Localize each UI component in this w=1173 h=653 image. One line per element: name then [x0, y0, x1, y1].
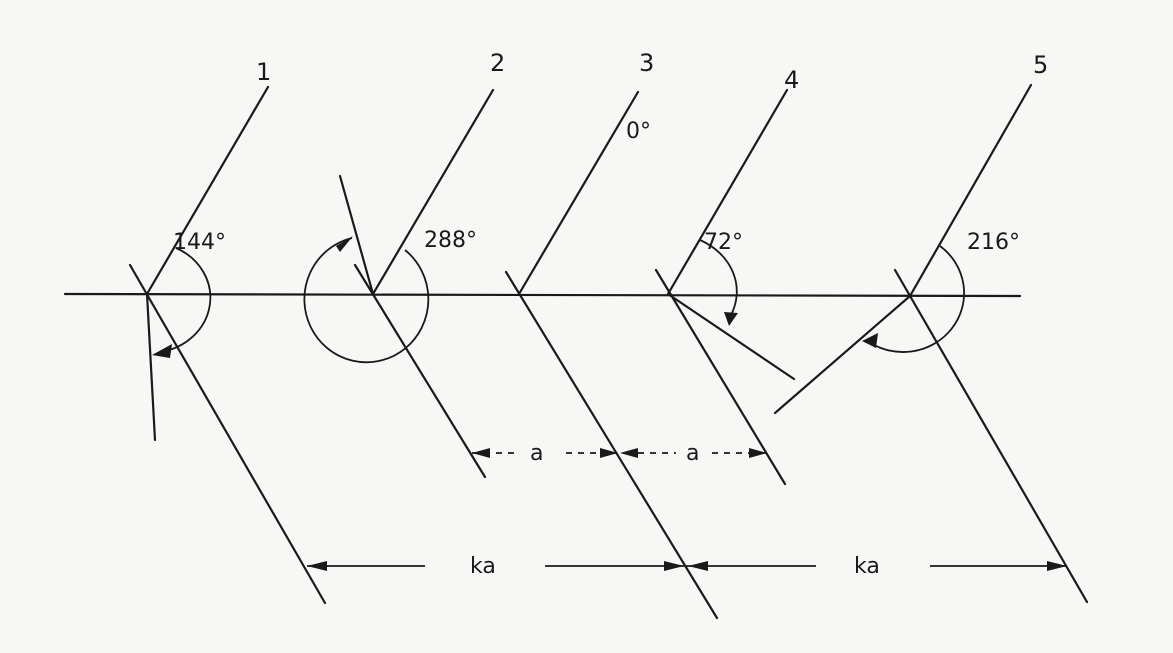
- dim-arrow-a2-right: [749, 448, 767, 458]
- baseline: [63, 292, 1022, 298]
- angle-label-3: 0°: [626, 119, 651, 144]
- angle-label-2: 288°: [424, 228, 477, 253]
- rotated-pointer-2: [338, 174, 375, 296]
- position-2: 2 288°: [303, 49, 505, 479]
- rotated-pointer-1: [145, 292, 157, 442]
- spacing-dimension-ka: ka ka: [307, 554, 1067, 579]
- lower-line-5: [893, 268, 1089, 604]
- dim-arrow-a2-left: [620, 448, 638, 458]
- angle-label-4: 72°: [704, 230, 743, 255]
- spacing-label-a1: a: [530, 441, 543, 466]
- dim-arrow-a1-left: [472, 448, 490, 458]
- angle-arc-5: [865, 245, 965, 353]
- rotated-pointer-4: [666, 292, 796, 381]
- position-label-4: 4: [784, 66, 799, 94]
- angle-label-5: 216°: [967, 230, 1020, 255]
- position-label-3: 3: [639, 49, 654, 77]
- position-label-2: 2: [490, 49, 505, 77]
- dim-arrow-ka2-left: [688, 561, 708, 571]
- angle-arc-2: [303, 237, 430, 364]
- upper-line-1: [145, 85, 270, 296]
- spacing-label-a2: a: [686, 441, 699, 466]
- spacing-label-ka1: ka: [470, 554, 496, 579]
- spacing-label-ka2: ka: [854, 554, 880, 579]
- lower-line-4: [654, 268, 787, 486]
- position-1: 1 144°: [128, 58, 327, 605]
- angle-arc-4: [699, 239, 738, 316]
- lower-line-1: [128, 263, 327, 605]
- arc-arrowhead-1: [152, 344, 172, 358]
- dim-arrow-ka1-left: [307, 561, 327, 571]
- angle-arc-1: [159, 247, 212, 353]
- position-4: 4 72°: [654, 66, 799, 486]
- dim-arrow-ka1-right: [664, 561, 684, 571]
- position-label-1: 1: [256, 58, 271, 86]
- rotated-pointer-5: [773, 294, 912, 415]
- dim-arrow-ka2-right: [1047, 561, 1067, 571]
- spacing-dimension-a: a a: [472, 441, 767, 466]
- lower-line-3: [504, 270, 719, 620]
- position-label-5: 5: [1033, 51, 1048, 79]
- position-5: 5 216°: [773, 51, 1089, 604]
- arc-arrowhead-2: [336, 236, 353, 252]
- position-3: 3 0°: [504, 49, 719, 620]
- upper-line-3: [517, 90, 640, 296]
- upper-line-2: [371, 88, 495, 296]
- arc-arrowhead-4: [724, 312, 738, 326]
- upper-line-5: [908, 83, 1033, 298]
- arc-arrowhead-5: [862, 333, 878, 348]
- dim-arrow-a1-right: [600, 448, 618, 458]
- angle-label-1: 144°: [173, 230, 226, 255]
- upper-line-4: [666, 88, 789, 296]
- lower-line-2: [353, 263, 487, 479]
